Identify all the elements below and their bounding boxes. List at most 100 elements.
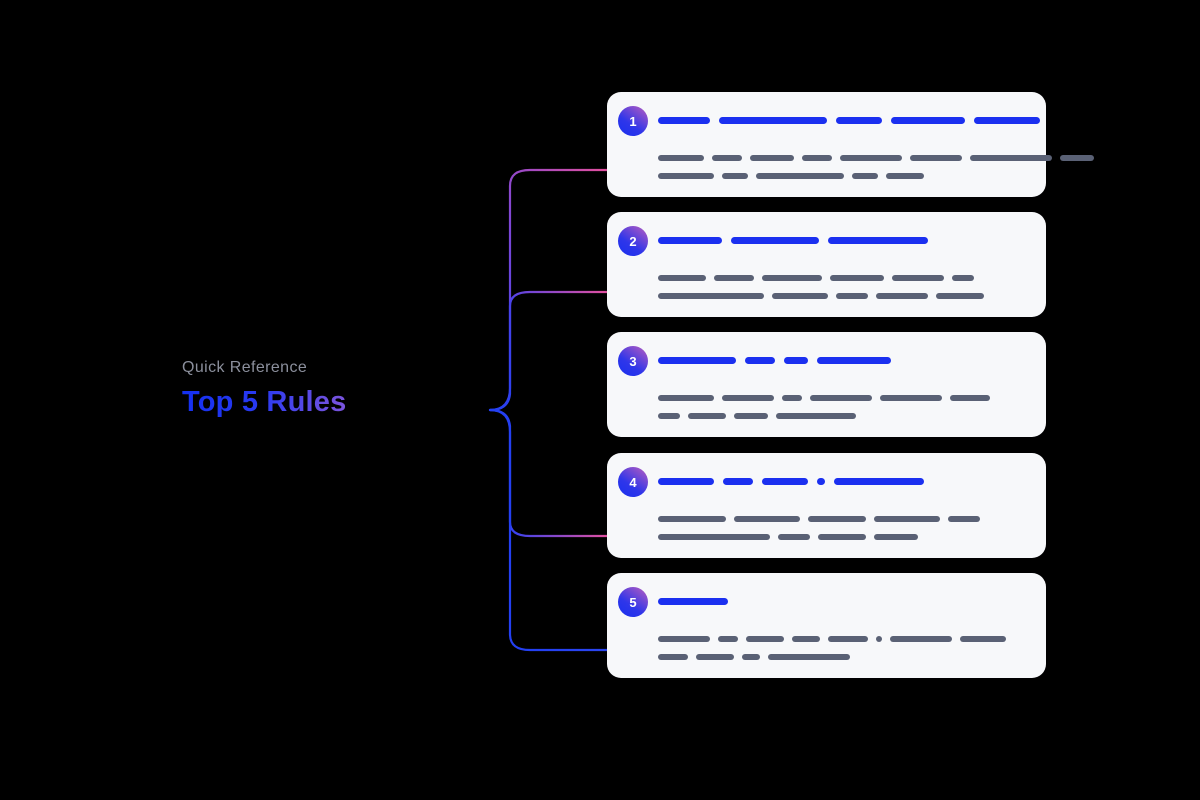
rule-body-line bbox=[658, 654, 850, 660]
body-bar-segment bbox=[802, 155, 832, 161]
body-bar-segment bbox=[768, 654, 850, 660]
rule-number-badge: 4 bbox=[618, 467, 648, 497]
rule-number-badge: 1 bbox=[618, 106, 648, 136]
body-bar-segment bbox=[828, 636, 868, 642]
rule-body-line bbox=[658, 636, 1006, 642]
body-bar-segment bbox=[658, 413, 680, 419]
body-bar-segment bbox=[840, 155, 902, 161]
body-bar-segment bbox=[836, 293, 868, 299]
root-node[interactable]: Quick Reference Top 5 Rules bbox=[182, 358, 392, 420]
body-bar-segment bbox=[658, 395, 714, 401]
body-bar-segment bbox=[782, 395, 802, 401]
title-bar-segment bbox=[658, 478, 714, 485]
rule-number-badge: 3 bbox=[618, 346, 648, 376]
title-bar-segment bbox=[658, 117, 710, 124]
title-bar-segment bbox=[658, 598, 728, 605]
body-bar-segment bbox=[762, 275, 822, 281]
title-bar-segment bbox=[762, 478, 808, 485]
card-inner: 3 bbox=[607, 332, 1046, 437]
body-bar-segment bbox=[960, 636, 1006, 642]
body-bar-segment bbox=[810, 395, 872, 401]
body-bar-segment bbox=[808, 516, 866, 522]
body-bar-segment bbox=[950, 395, 990, 401]
body-bar-segment bbox=[658, 534, 770, 540]
rule-body-line bbox=[658, 516, 980, 522]
title-bar-segment bbox=[658, 237, 722, 244]
title-bar-segment bbox=[836, 117, 882, 124]
rule-number-badge: 5 bbox=[618, 587, 648, 617]
title-bar-segment bbox=[745, 357, 775, 364]
rule-card-1[interactable]: 1 bbox=[607, 92, 1094, 197]
rule-body-line bbox=[658, 155, 1094, 161]
body-bar-segment bbox=[734, 413, 768, 419]
body-bar-segment bbox=[876, 636, 882, 642]
body-bar-segment bbox=[948, 516, 980, 522]
card-inner: 1 bbox=[607, 92, 1094, 197]
rule-body-line bbox=[658, 534, 918, 540]
body-bar-segment bbox=[742, 654, 760, 660]
body-bar-segment bbox=[722, 173, 748, 179]
body-bar-segment bbox=[886, 173, 924, 179]
title-bar-segment bbox=[784, 357, 808, 364]
body-bar-segment bbox=[696, 654, 734, 660]
body-bar-segment bbox=[776, 413, 856, 419]
body-bar-segment bbox=[852, 173, 878, 179]
rule-title-placeholder bbox=[658, 598, 728, 605]
body-bar-segment bbox=[658, 654, 688, 660]
rule-title-placeholder bbox=[658, 237, 928, 244]
rule-card-2[interactable]: 2 bbox=[607, 212, 1046, 317]
title-bar-segment bbox=[891, 117, 965, 124]
body-bar-segment bbox=[688, 413, 726, 419]
body-bar-segment bbox=[876, 293, 928, 299]
body-bar-segment bbox=[818, 534, 866, 540]
title-bar-segment bbox=[723, 478, 753, 485]
title-bar-segment bbox=[817, 357, 891, 364]
rule-body-line bbox=[658, 173, 924, 179]
body-bar-segment bbox=[658, 636, 710, 642]
rule-body-line bbox=[658, 293, 984, 299]
card-inner: 2 bbox=[607, 212, 1046, 317]
body-bar-segment bbox=[936, 293, 984, 299]
title-bar-segment bbox=[817, 478, 825, 485]
body-bar-segment bbox=[830, 275, 884, 281]
body-bar-segment bbox=[952, 275, 974, 281]
body-bar-segment bbox=[756, 173, 844, 179]
body-bar-segment bbox=[874, 534, 918, 540]
body-bar-segment bbox=[734, 516, 800, 522]
rule-title-placeholder bbox=[658, 357, 891, 364]
title-bar-segment bbox=[658, 357, 736, 364]
rule-body-line bbox=[658, 413, 856, 419]
body-bar-segment bbox=[658, 293, 764, 299]
body-bar-segment bbox=[910, 155, 962, 161]
body-bar-segment bbox=[658, 155, 704, 161]
body-bar-segment bbox=[778, 534, 810, 540]
rule-number-badge: 2 bbox=[618, 226, 648, 256]
title-bar-segment bbox=[731, 237, 819, 244]
body-bar-segment bbox=[880, 395, 942, 401]
body-bar-segment bbox=[718, 636, 738, 642]
body-bar-segment bbox=[970, 155, 1052, 161]
title-bar-segment bbox=[974, 117, 1040, 124]
body-bar-segment bbox=[890, 636, 952, 642]
rule-card-3[interactable]: 3 bbox=[607, 332, 1046, 437]
body-bar-segment bbox=[712, 155, 742, 161]
body-bar-segment bbox=[658, 516, 726, 522]
body-bar-segment bbox=[746, 636, 784, 642]
rule-body-line bbox=[658, 275, 974, 281]
rule-card-4[interactable]: 4 bbox=[607, 453, 1046, 558]
rule-card-5[interactable]: 5 bbox=[607, 573, 1046, 678]
body-bar-segment bbox=[892, 275, 944, 281]
rule-title-placeholder bbox=[658, 117, 1040, 124]
body-bar-segment bbox=[874, 516, 940, 522]
title-bar-segment bbox=[834, 478, 924, 485]
body-bar-segment bbox=[658, 173, 714, 179]
card-inner: 4 bbox=[607, 453, 1046, 558]
rule-title-placeholder bbox=[658, 478, 924, 485]
body-bar-segment bbox=[792, 636, 820, 642]
root-eyebrow: Quick Reference bbox=[182, 359, 308, 376]
body-bar-segment bbox=[658, 275, 706, 281]
root-title: Top 5 Rules bbox=[182, 386, 392, 419]
card-inner: 5 bbox=[607, 573, 1046, 678]
body-bar-segment bbox=[1060, 155, 1094, 161]
